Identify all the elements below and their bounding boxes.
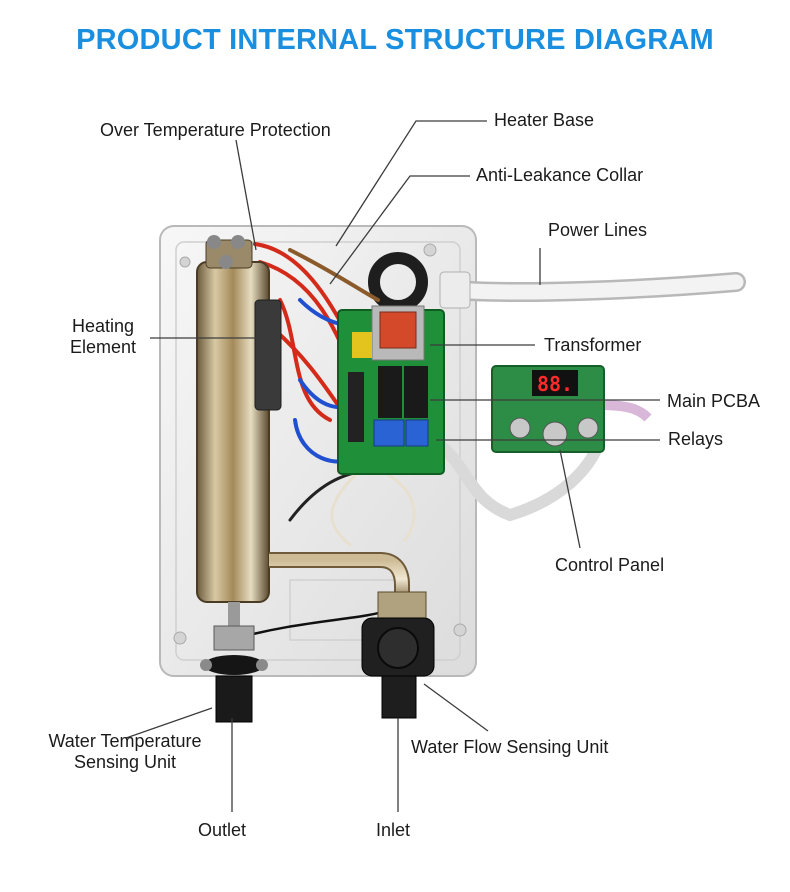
page-title: PRODUCT INTERNAL STRUCTURE DIAGRAM	[76, 24, 714, 56]
label-main-pcba: Main PCBA	[667, 391, 761, 411]
leader-lines	[125, 120, 660, 812]
digit-display: 88.	[537, 372, 573, 396]
label-outlet: Outlet	[198, 820, 247, 840]
control-panel: 88.	[491, 365, 605, 453]
label-control-panel: Control Panel	[555, 555, 665, 575]
label-heater-base: Heater Base	[494, 110, 595, 130]
label-anti-leakance-collar: Anti-Leakance Collar	[476, 165, 644, 185]
label-transformer: Transformer	[544, 335, 642, 355]
ribbon-cable	[436, 400, 652, 522]
power-lines	[439, 271, 746, 309]
water-temperature-sensing-unit	[200, 625, 268, 723]
water-pipe	[269, 552, 410, 598]
water-flow-sensing-unit	[361, 591, 435, 719]
heating-element	[196, 235, 282, 632]
label-over-temperature-protection: Over Temperature Protection	[100, 120, 331, 140]
label-inlet: Inlet	[376, 820, 411, 840]
label-water-flow-sensing-unit: Water Flow Sensing Unit	[411, 737, 609, 757]
main-pcba	[337, 305, 445, 475]
label-relays: Relays	[668, 429, 724, 449]
label-power-lines: Power Lines	[548, 220, 648, 240]
